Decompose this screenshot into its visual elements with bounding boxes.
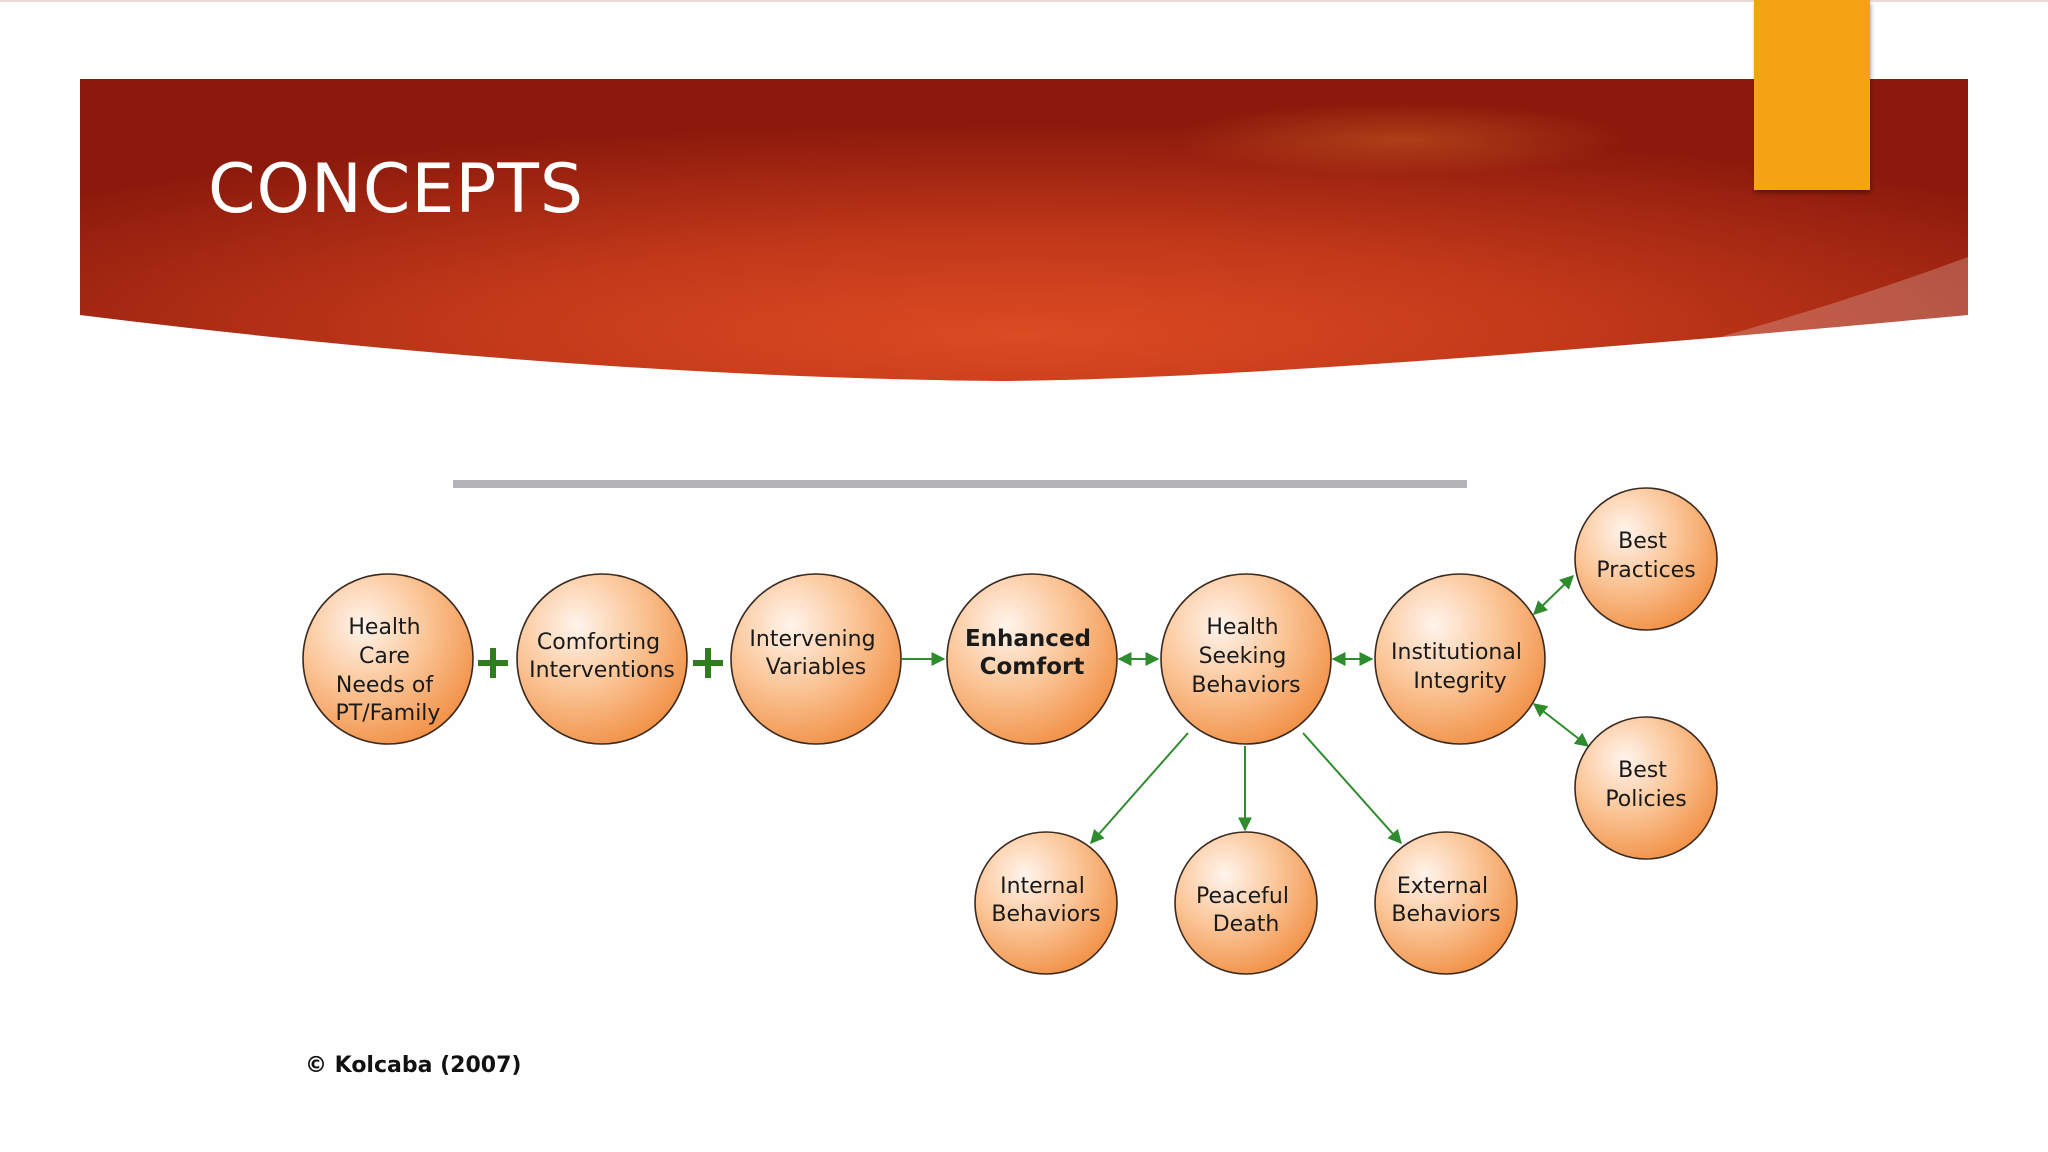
node-internal-behaviors: Internal Behaviors [974, 831, 1118, 975]
node-health-care-needs: Health Care Needs of PT/Family [302, 573, 474, 745]
connectors [478, 575, 1590, 845]
svg-text:Intervening Variable: Intervening Variables [749, 627, 882, 680]
node-best-practices: Best Practices [1574, 487, 1718, 631]
slide-title: CONCEPTS [208, 150, 585, 229]
connector-arrow [1090, 732, 1189, 845]
node-enhanced-comfort: Enhanced Comfort [946, 573, 1118, 745]
svg-text:Health Care: Health Care Needs of PT/Family [336, 615, 441, 726]
divider-line [453, 480, 1467, 488]
node-external-behaviors: External Behaviors [1374, 831, 1518, 975]
svg-text:Comforting Intervent: Comforting Interventions [529, 630, 675, 683]
connector-double-arrow [1532, 703, 1590, 747]
node-peaceful-death: Peaceful Death [1174, 831, 1318, 975]
svg-text:Internal Behaviors: Internal Behaviors [991, 874, 1100, 927]
top-border-line [0, 0, 2048, 2]
node-comforting-interventions: Comforting Interventions [516, 573, 688, 745]
plus-sign [693, 648, 723, 678]
title-banner [80, 79, 1968, 381]
copyright-notice: © Kolcaba (2007) [305, 1053, 522, 1078]
connector-arrow [1302, 732, 1402, 845]
accent-tab [1754, 0, 1870, 190]
plus-sign [478, 648, 508, 678]
svg-text:Peaceful Death: Peaceful Death [1196, 884, 1296, 937]
node-best-policies: Best Policies [1574, 716, 1718, 860]
svg-text:External Behaviors: External Behaviors [1391, 874, 1500, 927]
diagram-nodes: Health Care Needs of PT/Family Comfortin… [302, 487, 1718, 975]
svg-text:Best Policies: Best Policies [1605, 758, 1686, 812]
svg-text:Health Seeking: Health Seeking Behaviors [1191, 615, 1300, 698]
svg-text:Enhanced Comfort: Enhanced Comfort [965, 626, 1099, 680]
node-intervening-variables: Intervening Variables [730, 573, 902, 745]
node-health-seeking-behaviors: Health Seeking Behaviors [1160, 573, 1332, 745]
node-institutional-integrity: Institutional Integrity [1374, 573, 1546, 745]
svg-text:Institutional Integr: Institutional Integrity [1391, 640, 1529, 694]
connector-double-arrow [1532, 575, 1575, 615]
svg-text:Best Practices: Best Practices [1596, 529, 1695, 583]
